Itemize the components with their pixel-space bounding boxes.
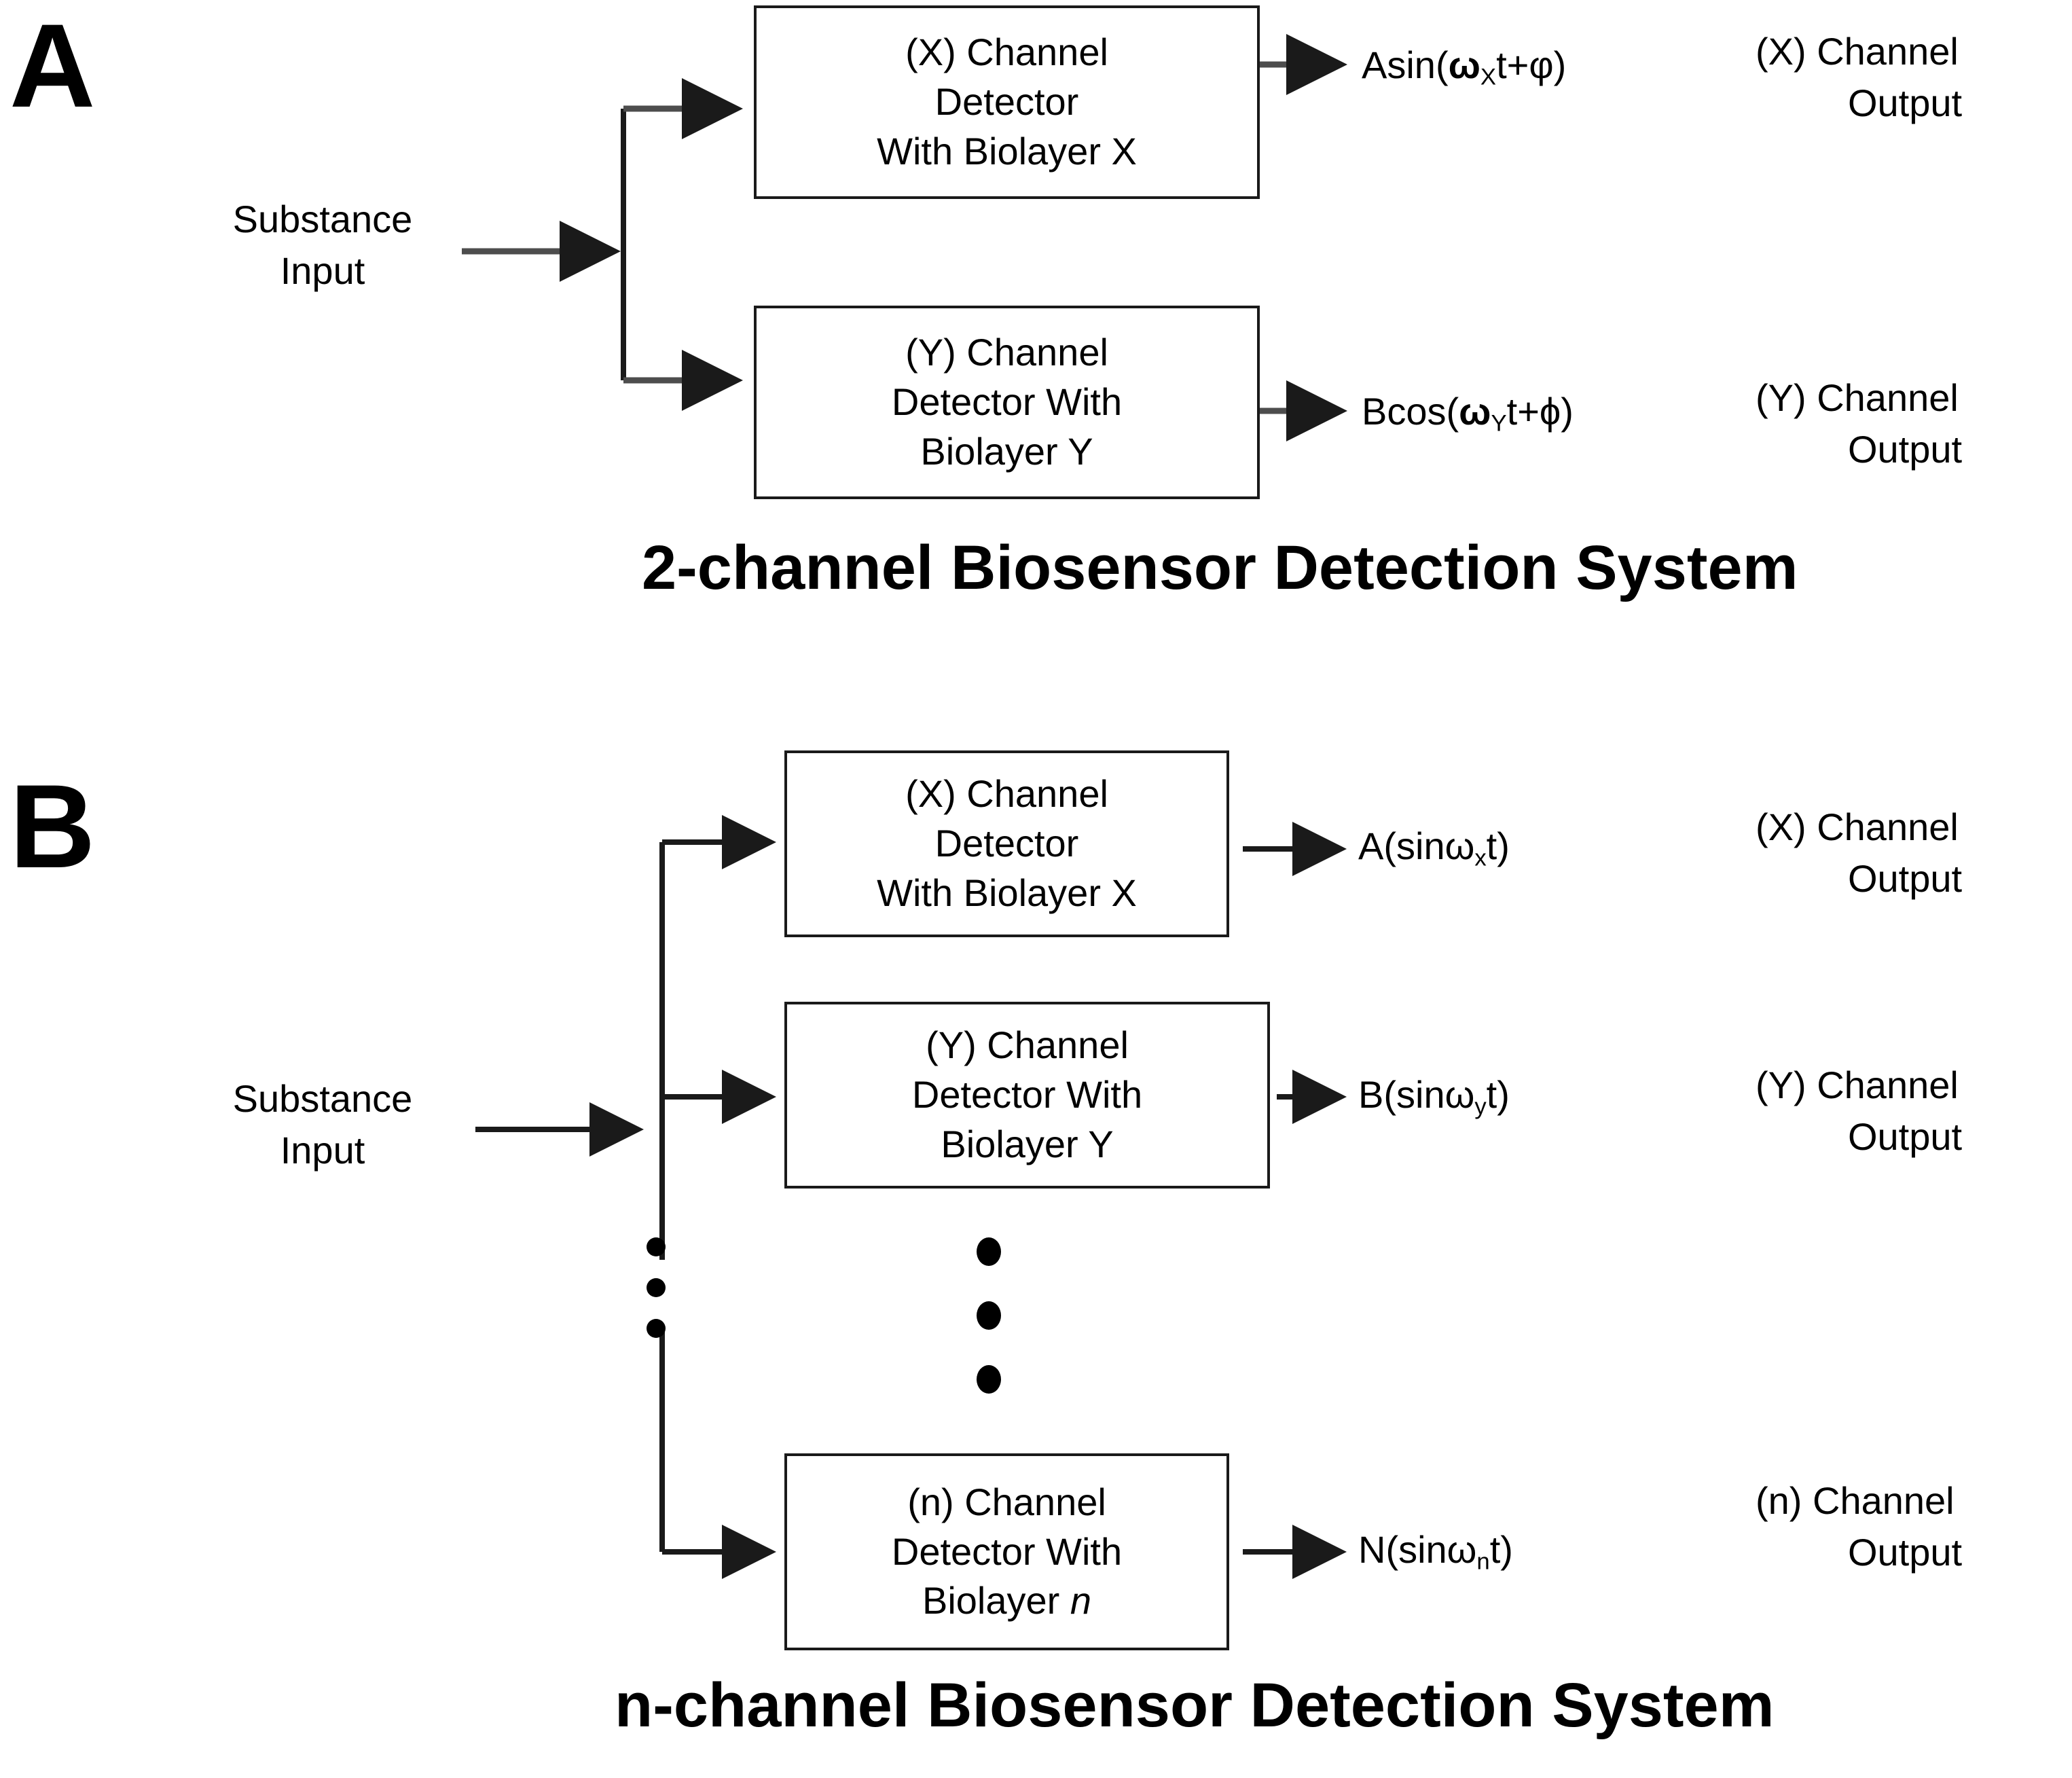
panel-b-formula-n-prefix: N(sinω — [1358, 1528, 1477, 1571]
panel-a-output-x-line1: (X) Channel — [1756, 30, 1959, 73]
panel-b-formula-y: B(sinωyt) — [1358, 1072, 1510, 1121]
panel-a-formula-y-suffix: t+ϕ) — [1506, 390, 1574, 433]
panel-b-output-x-line1: (X) Channel — [1756, 805, 1959, 848]
panel-b-box-n-line1: (n) Channel — [907, 1480, 1106, 1523]
panel-b-output-n-line1: (n) Channel — [1756, 1479, 1955, 1522]
panel-b-formula-x-suffix: t) — [1486, 824, 1510, 867]
ellipsis-dot — [977, 1301, 1001, 1330]
panel-b-box-n-line2: Detector With — [891, 1529, 1123, 1573]
panel-label-a: A — [10, 0, 95, 132]
panel-b-output-label-x: (X) Channel Output — [1756, 801, 2072, 905]
panel-b-formula-x-subscript: x — [1474, 845, 1487, 871]
ellipsis-dot — [977, 1365, 1001, 1394]
panel-b-formula-y-subscript: y — [1474, 1093, 1487, 1120]
ellipsis-dot — [977, 1237, 1001, 1266]
panel-b-detector-box-n[interactable]: (n) Channel Detector With Biolayer n — [784, 1453, 1229, 1650]
panel-a-output-x-line2: Output — [1847, 81, 1963, 125]
panel-a-output-label-x: (X) Channel Output — [1756, 26, 2072, 129]
panel-b-output-y-line1: (Y) Channel — [1756, 1064, 1959, 1106]
panel-b-formula-n-subscript: n — [1476, 1548, 1490, 1575]
panel-a-caption: 2-channel Biosensor Detection System — [642, 533, 1798, 602]
panel-a-formula-x-suffix: t+φ) — [1496, 43, 1567, 86]
panel-a-formula-y: Bcos(ωYt+ϕ) — [1362, 388, 1574, 438]
panel-b-box-n-line3-pre: Biolayer — [922, 1579, 1070, 1622]
panel-a-input-line2: Input — [280, 249, 365, 293]
panel-b-formula-x: A(sinωxt) — [1358, 823, 1510, 873]
panel-b-formula-y-suffix: t) — [1486, 1073, 1510, 1116]
panel-b-input-line2: Input — [280, 1129, 365, 1172]
panel-a-box-y-line2: Detector With — [891, 380, 1123, 424]
panel-a-box-x-line3: With Biolayer X — [877, 129, 1137, 173]
panel-a-detector-box-x[interactable]: (X) Channel Detector With Biolayer X — [754, 5, 1260, 199]
panel-a-formula-y-omega: ω — [1459, 390, 1491, 433]
panel-a-box-y-line1: (Y) Channel — [905, 331, 1108, 374]
panel-a-substance-input-label: Substance Input — [170, 194, 475, 297]
panel-a-formula-y-subscript: Y — [1491, 410, 1507, 437]
panel-a-output-label-y: (Y) Channel Output — [1756, 372, 2072, 475]
panel-b-box-y-line3: Biolayer Y — [941, 1122, 1114, 1165]
panel-a-output-y-line1: (Y) Channel — [1756, 376, 1959, 419]
panel-b-output-n-line2: Output — [1847, 1531, 1963, 1574]
panel-b-detector-box-x[interactable]: (X) Channel Detector With Biolayer X — [784, 750, 1229, 937]
panel-a-detector-box-y[interactable]: (Y) Channel Detector With Biolayer Y — [754, 306, 1260, 499]
panel-a-formula-x-subscript: X — [1480, 64, 1497, 90]
panel-b-box-y-line1: (Y) Channel — [926, 1023, 1129, 1067]
panel-b-box-x-line3: With Biolayer X — [877, 871, 1137, 914]
panel-b-detector-box-y[interactable]: (Y) Channel Detector With Biolayer Y — [784, 1002, 1270, 1189]
panel-a-input-line1: Substance — [232, 198, 413, 240]
panel-b-ellipsis-right — [977, 1237, 1001, 1394]
panel-b-output-x-line2: Output — [1847, 857, 1963, 901]
panel-b-output-label-n: (n) Channel Output — [1756, 1475, 2072, 1578]
panel-a-box-x-line2: Detector — [934, 80, 1079, 124]
panel-b-box-n-line3-italic: n — [1070, 1579, 1092, 1622]
panel-b-input-line1: Substance — [232, 1077, 413, 1120]
ellipsis-dot — [647, 1237, 666, 1256]
panel-b-box-n-line3: Biolayer n — [922, 1576, 1091, 1626]
panel-label-b: B — [10, 761, 95, 893]
panel-b-formula-x-prefix: A(sinω — [1358, 824, 1475, 867]
panel-b-box-y-line2: Detector With — [911, 1073, 1143, 1117]
panel-b-caption: n-channel Biosensor Detection System — [615, 1671, 1775, 1740]
ellipsis-dot — [647, 1278, 666, 1297]
panel-a-formula-x-prefix: Asin( — [1362, 43, 1449, 86]
ellipsis-dot — [647, 1319, 666, 1338]
panel-a-formula-x-omega: ω — [1448, 43, 1480, 86]
panel-a-output-y-line2: Output — [1847, 428, 1963, 471]
panel-b-formula-n-suffix: t) — [1489, 1528, 1513, 1571]
panel-b-box-x-line2: Detector — [934, 822, 1079, 865]
panel-a-formula-y-prefix: Bcos( — [1362, 390, 1459, 433]
panel-b-ellipsis-left — [647, 1237, 666, 1338]
panel-b-output-label-y: (Y) Channel Output — [1756, 1059, 2072, 1163]
panel-a-box-y-line3: Biolayer Y — [920, 429, 1093, 473]
panel-b-output-y-line2: Output — [1847, 1115, 1963, 1159]
panel-b-substance-input-label: Substance Input — [170, 1073, 475, 1176]
panel-b-formula-y-prefix: B(sinω — [1358, 1073, 1475, 1116]
panel-a-box-x-line1: (X) Channel — [905, 31, 1108, 74]
panel-a-formula-x: Asin(ωXt+φ) — [1362, 42, 1566, 92]
panel-b-box-x-line1: (X) Channel — [905, 772, 1108, 816]
panel-b-formula-n: N(sinωnt) — [1358, 1527, 1513, 1576]
